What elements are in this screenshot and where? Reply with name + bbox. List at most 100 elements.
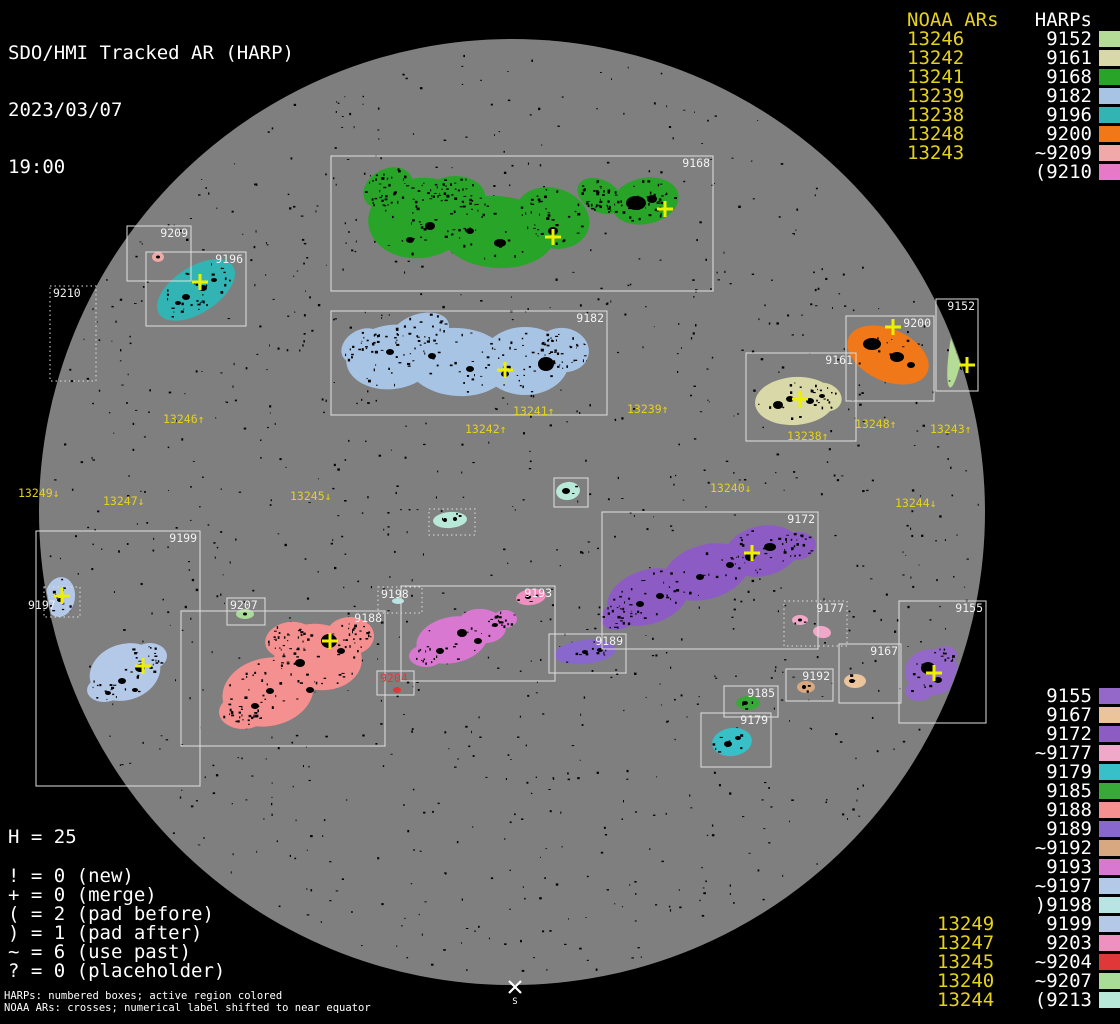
speckle: [587, 541, 591, 543]
region-speckle: [381, 195, 383, 197]
region-speckle: [392, 215, 394, 219]
speckle: [530, 660, 532, 662]
footnote-line: NOAA ARs: crosses; numerical label shift…: [4, 1002, 371, 1014]
speckle: [729, 893, 731, 895]
speckle: [694, 111, 695, 113]
speckle: [98, 389, 101, 392]
speckle: [279, 458, 282, 461]
region-speckle: [391, 176, 393, 179]
region-speckle: [781, 543, 784, 545]
region-speckle: [154, 652, 157, 654]
region-speckle: [663, 581, 665, 584]
speckle: [259, 325, 262, 328]
speckle: [75, 535, 77, 538]
speckle: [191, 578, 195, 582]
speckle: [951, 494, 954, 497]
speckle: [706, 834, 709, 836]
speckle: [503, 548, 506, 551]
speckle: [699, 899, 701, 902]
legend-harp-number: 9199: [1046, 912, 1092, 935]
speckle: [488, 937, 490, 940]
region-speckle: [403, 325, 406, 328]
speckle: [390, 449, 392, 451]
speckle: [945, 627, 946, 630]
region-speckle: [906, 339, 910, 342]
speckle: [585, 459, 587, 462]
legend-harp-number: ~9177: [1034, 741, 1092, 764]
speckle: [817, 287, 820, 290]
speckle: [912, 585, 915, 588]
region-speckle: [668, 586, 671, 588]
harp-box-9213: [553, 477, 589, 508]
region-speckle: [627, 622, 631, 626]
region-speckle: [770, 539, 773, 542]
region-speckle: [435, 333, 438, 336]
speckle: [329, 900, 332, 902]
region-speckle: [421, 184, 423, 187]
speckle: [768, 787, 770, 789]
region-speckle: [223, 715, 226, 719]
speckle: [567, 772, 569, 775]
speckle: [167, 546, 169, 549]
region-speckle: [202, 294, 204, 296]
speckle: [227, 318, 231, 320]
sunspot: [764, 543, 776, 551]
speckle: [893, 748, 895, 751]
region-speckle: [428, 630, 431, 632]
region-speckle: [193, 283, 195, 285]
speckle: [519, 670, 522, 672]
region-speckle: [416, 207, 420, 211]
speckle: [902, 740, 906, 743]
speckle: [527, 694, 530, 697]
harp-label-9168: 9168: [682, 156, 710, 170]
region-speckle: [434, 183, 438, 186]
legend-row: ~9192: [907, 837, 1120, 859]
speckle: [653, 102, 656, 105]
region-speckle: [502, 366, 504, 368]
speckle: [129, 762, 132, 764]
region-speckle: [199, 301, 201, 305]
region-speckle: [99, 684, 102, 687]
speckle: [759, 578, 761, 580]
harp-box-9177: [783, 600, 848, 647]
region-speckle: [798, 554, 801, 557]
speckle: [471, 730, 472, 734]
region-speckle: [619, 595, 622, 598]
speckle: [341, 535, 344, 538]
speckle: [580, 713, 582, 716]
region-speckle: [463, 244, 466, 248]
region-speckle: [547, 339, 549, 342]
region-speckle: [523, 374, 525, 376]
region-blob-9196: [157, 259, 235, 321]
speckle: [255, 183, 258, 186]
legend-color-swatch: [1099, 763, 1120, 780]
region-speckle: [112, 693, 115, 696]
region-speckle: [530, 202, 532, 205]
region-speckle: [93, 680, 95, 683]
speckle: [265, 242, 267, 244]
speckle: [222, 574, 224, 576]
region-speckle: [962, 315, 964, 317]
region-speckle: [491, 347, 494, 350]
region-speckle: [420, 226, 424, 229]
speckle: [540, 620, 543, 622]
region-speckle: [451, 194, 454, 196]
region-speckle: [423, 658, 426, 661]
speckle: [642, 346, 644, 349]
region-speckle: [573, 359, 575, 362]
speckle: [848, 610, 851, 613]
speckle: [918, 728, 921, 731]
speckle: [444, 731, 447, 734]
speckle: [325, 173, 327, 176]
speckle: [774, 669, 776, 672]
region-speckle: [613, 598, 616, 601]
speckle: [579, 412, 581, 414]
region-blob-9155: [905, 681, 933, 701]
sunspot: [443, 518, 447, 522]
speckle: [703, 892, 706, 895]
region-speckle: [451, 233, 454, 236]
region-speckle: [417, 336, 420, 338]
speckle: [406, 531, 408, 534]
speckle: [939, 605, 941, 608]
